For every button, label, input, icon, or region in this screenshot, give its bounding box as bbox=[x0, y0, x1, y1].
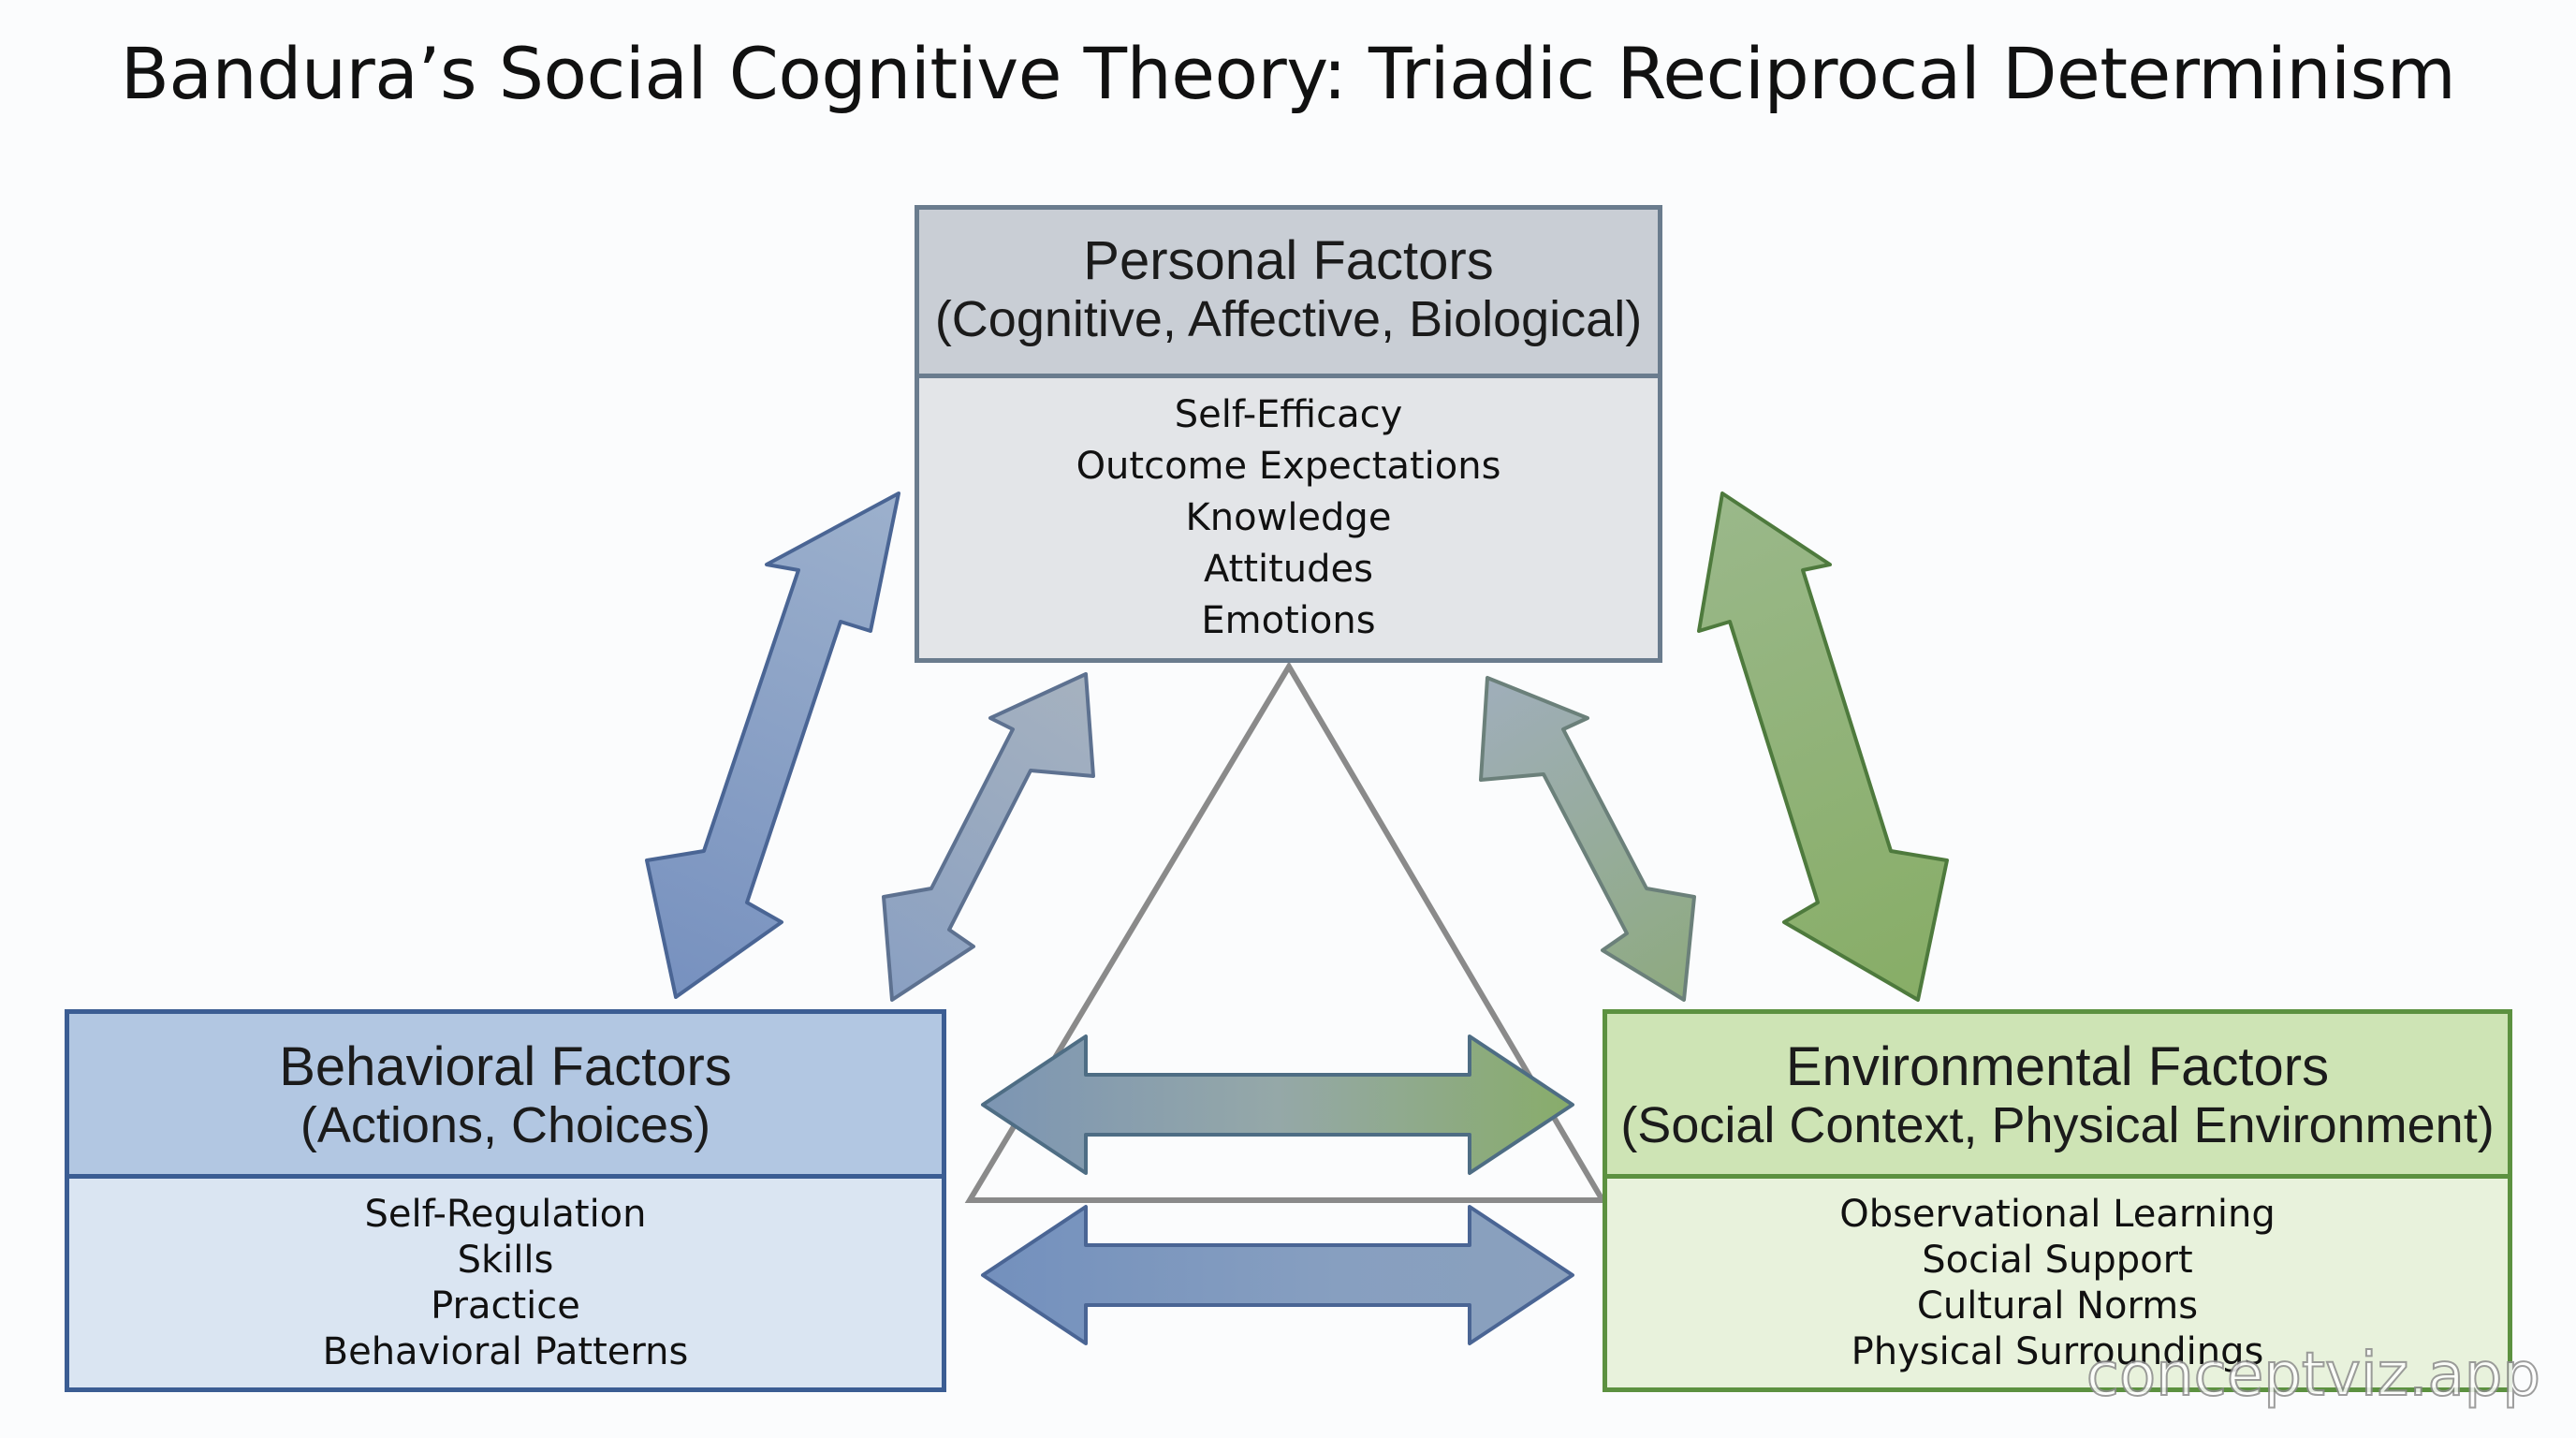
central-triangle bbox=[964, 661, 1608, 1203]
environmental-factors-header: Environmental Factors (Social Context, P… bbox=[1607, 1014, 2508, 1179]
list-item: Social Support bbox=[1922, 1239, 2193, 1282]
arrow-personal-environmental-outer bbox=[1697, 492, 1949, 1002]
watermark: conceptviz.app bbox=[2086, 1340, 2541, 1411]
environmental-factors-box: Environmental Factors (Social Context, P… bbox=[1603, 1009, 2512, 1392]
list-item: Cultural Norms bbox=[1916, 1284, 2199, 1328]
behavioral-factors-subtitle: (Actions, Choices) bbox=[300, 1097, 711, 1153]
list-item: Practice bbox=[431, 1284, 580, 1328]
behavioral-factors-box: Behavioral Factors (Actions, Choices) Se… bbox=[65, 1009, 946, 1392]
behavioral-factors-title: Behavioral Factors bbox=[279, 1036, 732, 1097]
list-item: Behavioral Patterns bbox=[322, 1330, 689, 1373]
arrow-behavioral-environmental-top bbox=[981, 1034, 1574, 1175]
personal-factors-subtitle: (Cognitive, Affective, Biological) bbox=[934, 291, 1643, 347]
list-item: Outcome Expectations bbox=[1076, 445, 1501, 488]
arrow-behavioral-environmental-bottom bbox=[981, 1205, 1574, 1345]
page-title: Bandura’s Social Cognitive Theory: Triad… bbox=[120, 32, 2456, 115]
arrow-behavioral-personal-inner bbox=[882, 672, 1095, 1002]
behavioral-factors-header: Behavioral Factors (Actions, Choices) bbox=[69, 1014, 942, 1179]
environmental-factors-title: Environmental Factors bbox=[1785, 1036, 2330, 1097]
list-item: Physical Surroundings bbox=[1851, 1330, 2264, 1373]
personal-factors-list: Self-Efficacy Outcome Expectations Knowl… bbox=[919, 378, 1658, 647]
list-item: Skills bbox=[457, 1239, 554, 1282]
behavioral-factors-list: Self-Regulation Skills Practice Behavior… bbox=[69, 1179, 942, 1375]
personal-factors-box: Personal Factors (Cognitive, Affective, … bbox=[915, 205, 1662, 663]
personal-factors-header: Personal Factors (Cognitive, Affective, … bbox=[919, 210, 1658, 378]
list-item: Knowledge bbox=[1185, 496, 1392, 539]
arrow-behavioral-personal-outer bbox=[645, 492, 900, 999]
list-item: Attitudes bbox=[1203, 548, 1373, 591]
list-item: Self-Regulation bbox=[364, 1193, 647, 1236]
list-item: Self-Efficacy bbox=[1174, 393, 1403, 436]
list-item: Emotions bbox=[1201, 599, 1376, 642]
environmental-factors-subtitle: (Social Context, Physical Environment) bbox=[1620, 1097, 2495, 1153]
personal-factors-title: Personal Factors bbox=[1083, 230, 1494, 291]
list-item: Observational Learning bbox=[1839, 1193, 2276, 1236]
environmental-factors-list: Observational Learning Social Support Cu… bbox=[1607, 1179, 2508, 1375]
arrow-personal-environmental-inner bbox=[1479, 676, 1696, 1002]
